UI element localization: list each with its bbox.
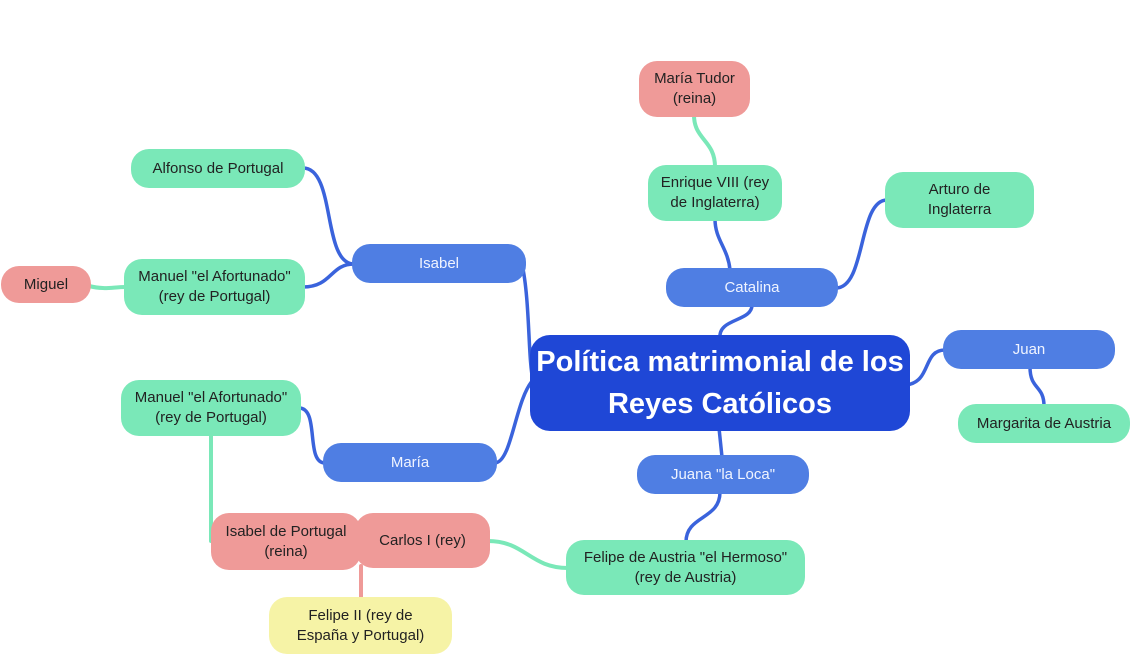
- node-alfonso[interactable]: Alfonso de Portugal: [131, 149, 305, 188]
- link-catalina-enrique: [713, 217, 732, 272]
- node-carlos[interactable]: Carlos I (rey): [355, 513, 490, 568]
- node-manuel-maria[interactable]: Manuel "el Afortunado" (rey de Portugal): [121, 380, 301, 436]
- node-label: María: [390, 453, 430, 471]
- node-label: Carlos I (rey): [379, 531, 466, 549]
- node-arturo[interactable]: Arturo de Inglaterra: [885, 172, 1034, 228]
- link-maria-manuel: [297, 406, 327, 465]
- node-label: Juan: [1012, 340, 1046, 358]
- link-central-juan: [904, 348, 947, 387]
- link-juana-felipe: [684, 490, 722, 544]
- node-label: Felipe II (rey de España y Portugal): [296, 606, 425, 644]
- node-maria-tudor[interactable]: María Tudor (reina): [639, 61, 750, 117]
- link-central-catalina: [718, 303, 754, 340]
- node-manuel-isabel[interactable]: Manuel "el Afortunado" (rey de Portugal): [124, 259, 305, 315]
- node-label: Isabel: [418, 254, 460, 272]
- central-topic-label: Política matrimonial de los Reyes Católi…: [536, 346, 904, 420]
- link-manuel-miguel: [87, 284, 128, 291]
- link-central-juana: [717, 426, 724, 459]
- node-juan[interactable]: Juan: [943, 330, 1115, 369]
- link-isabel-manuel: [301, 262, 356, 289]
- node-label: Juana "la Loca": [670, 465, 776, 483]
- node-enrique[interactable]: Enrique VIII (rey de Inglaterra): [648, 165, 782, 221]
- node-isabel-portugal[interactable]: Isabel de Portugal (reina): [211, 513, 361, 570]
- node-miguel[interactable]: Miguel: [1, 266, 91, 303]
- link-catalina-arturo: [834, 198, 889, 290]
- node-juana[interactable]: Juana "la Loca": [637, 455, 809, 494]
- node-label: Manuel "el Afortunado" (rey de Portugal): [134, 389, 288, 426]
- link-juan-margarita: [1028, 365, 1046, 408]
- node-margarita[interactable]: Margarita de Austria: [958, 404, 1130, 443]
- node-label: Isabel de Portugal (reina): [225, 522, 347, 560]
- node-catalina[interactable]: Catalina: [666, 268, 838, 307]
- node-label: Manuel "el Afortunado" (rey de Portugal): [138, 268, 291, 305]
- node-felipe2[interactable]: Felipe II (rey de España y Portugal): [269, 597, 452, 654]
- node-label: Catalina: [724, 278, 780, 296]
- node-label: Margarita de Austria: [976, 414, 1112, 432]
- node-label: Arturo de Inglaterra: [927, 181, 992, 218]
- central-topic[interactable]: Política matrimonial de los Reyes Católi…: [530, 335, 910, 431]
- node-felipe-austria[interactable]: Felipe de Austria "el Hermoso" (rey de A…: [566, 540, 805, 595]
- link-central-maria: [493, 378, 535, 465]
- node-label: Enrique VIII (rey de Inglaterra): [660, 174, 770, 211]
- link-felipe-carlos: [486, 539, 570, 570]
- link-isabel-alfonso: [301, 166, 356, 266]
- node-maria[interactable]: María: [323, 443, 497, 482]
- node-isabel[interactable]: Isabel: [352, 244, 526, 283]
- node-label: Felipe de Austria "el Hermoso" (rey de A…: [583, 548, 788, 586]
- node-label: Alfonso de Portugal: [152, 159, 284, 177]
- node-label: María Tudor (reina): [654, 70, 735, 107]
- node-label: Miguel: [23, 275, 69, 293]
- link-enrique-mariatudor: [692, 113, 717, 169]
